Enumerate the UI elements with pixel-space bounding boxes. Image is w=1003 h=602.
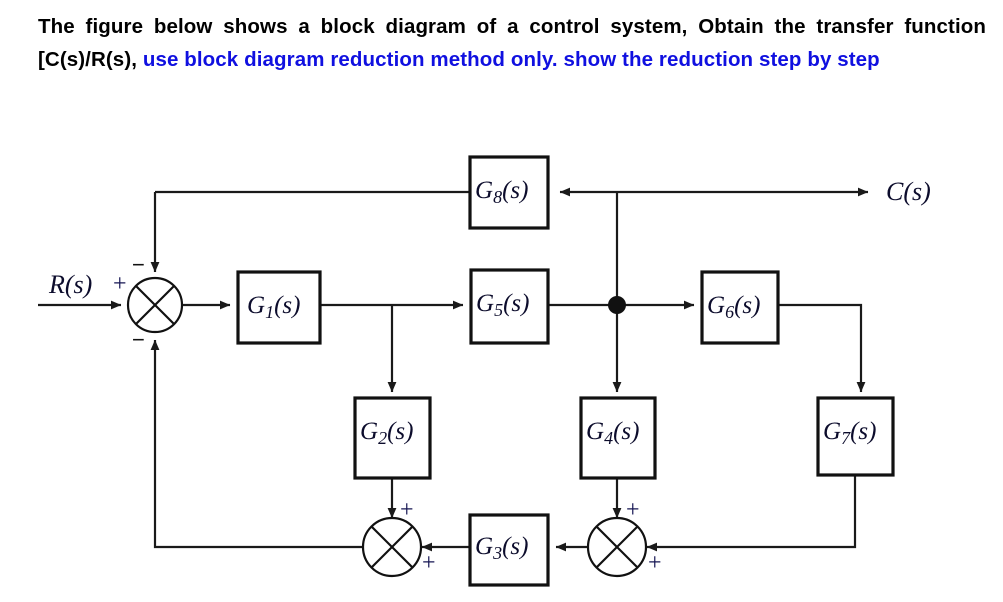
line-g6-to-g7 [778, 303, 866, 393]
block-g6[interactable] [700, 270, 780, 345]
summer-input-sign-bottom: − [132, 327, 145, 352]
block-g2[interactable] [353, 396, 432, 480]
prompt-black-text: The figure below shows a block diagram o… [38, 15, 986, 71]
block-g1[interactable] [236, 270, 322, 345]
branch-dot-g5-output [608, 296, 626, 314]
block-g8[interactable] [468, 155, 550, 230]
summer-right-cross-b [595, 525, 639, 569]
summer-input-sign-left: + [113, 271, 127, 297]
summer-left-sign-right: + [422, 550, 436, 576]
prompt-blue-text: use block diagram reduction method only.… [142, 48, 880, 71]
summer-input-cross-b [135, 285, 175, 325]
line-g7-to-right-summer [646, 475, 857, 552]
summer-right-sign-top: + [626, 497, 640, 523]
question-prompt: The figure below shows a block diagram o… [38, 10, 986, 76]
block-g4[interactable] [579, 396, 657, 480]
block-g5[interactable] [469, 268, 550, 345]
summer-left-cross-b [370, 525, 414, 569]
summer-input-sign-top: − [132, 252, 145, 277]
block-g7[interactable] [816, 396, 895, 477]
input-label-rs: R(s) [49, 270, 93, 299]
summer-left-sign-top: + [400, 497, 414, 523]
block-g3[interactable] [468, 513, 550, 587]
summer-right-sign-right: + [648, 550, 662, 576]
output-label-cs: C(s) [886, 177, 931, 206]
line-bottom-feedback-to-summer [150, 339, 363, 549]
